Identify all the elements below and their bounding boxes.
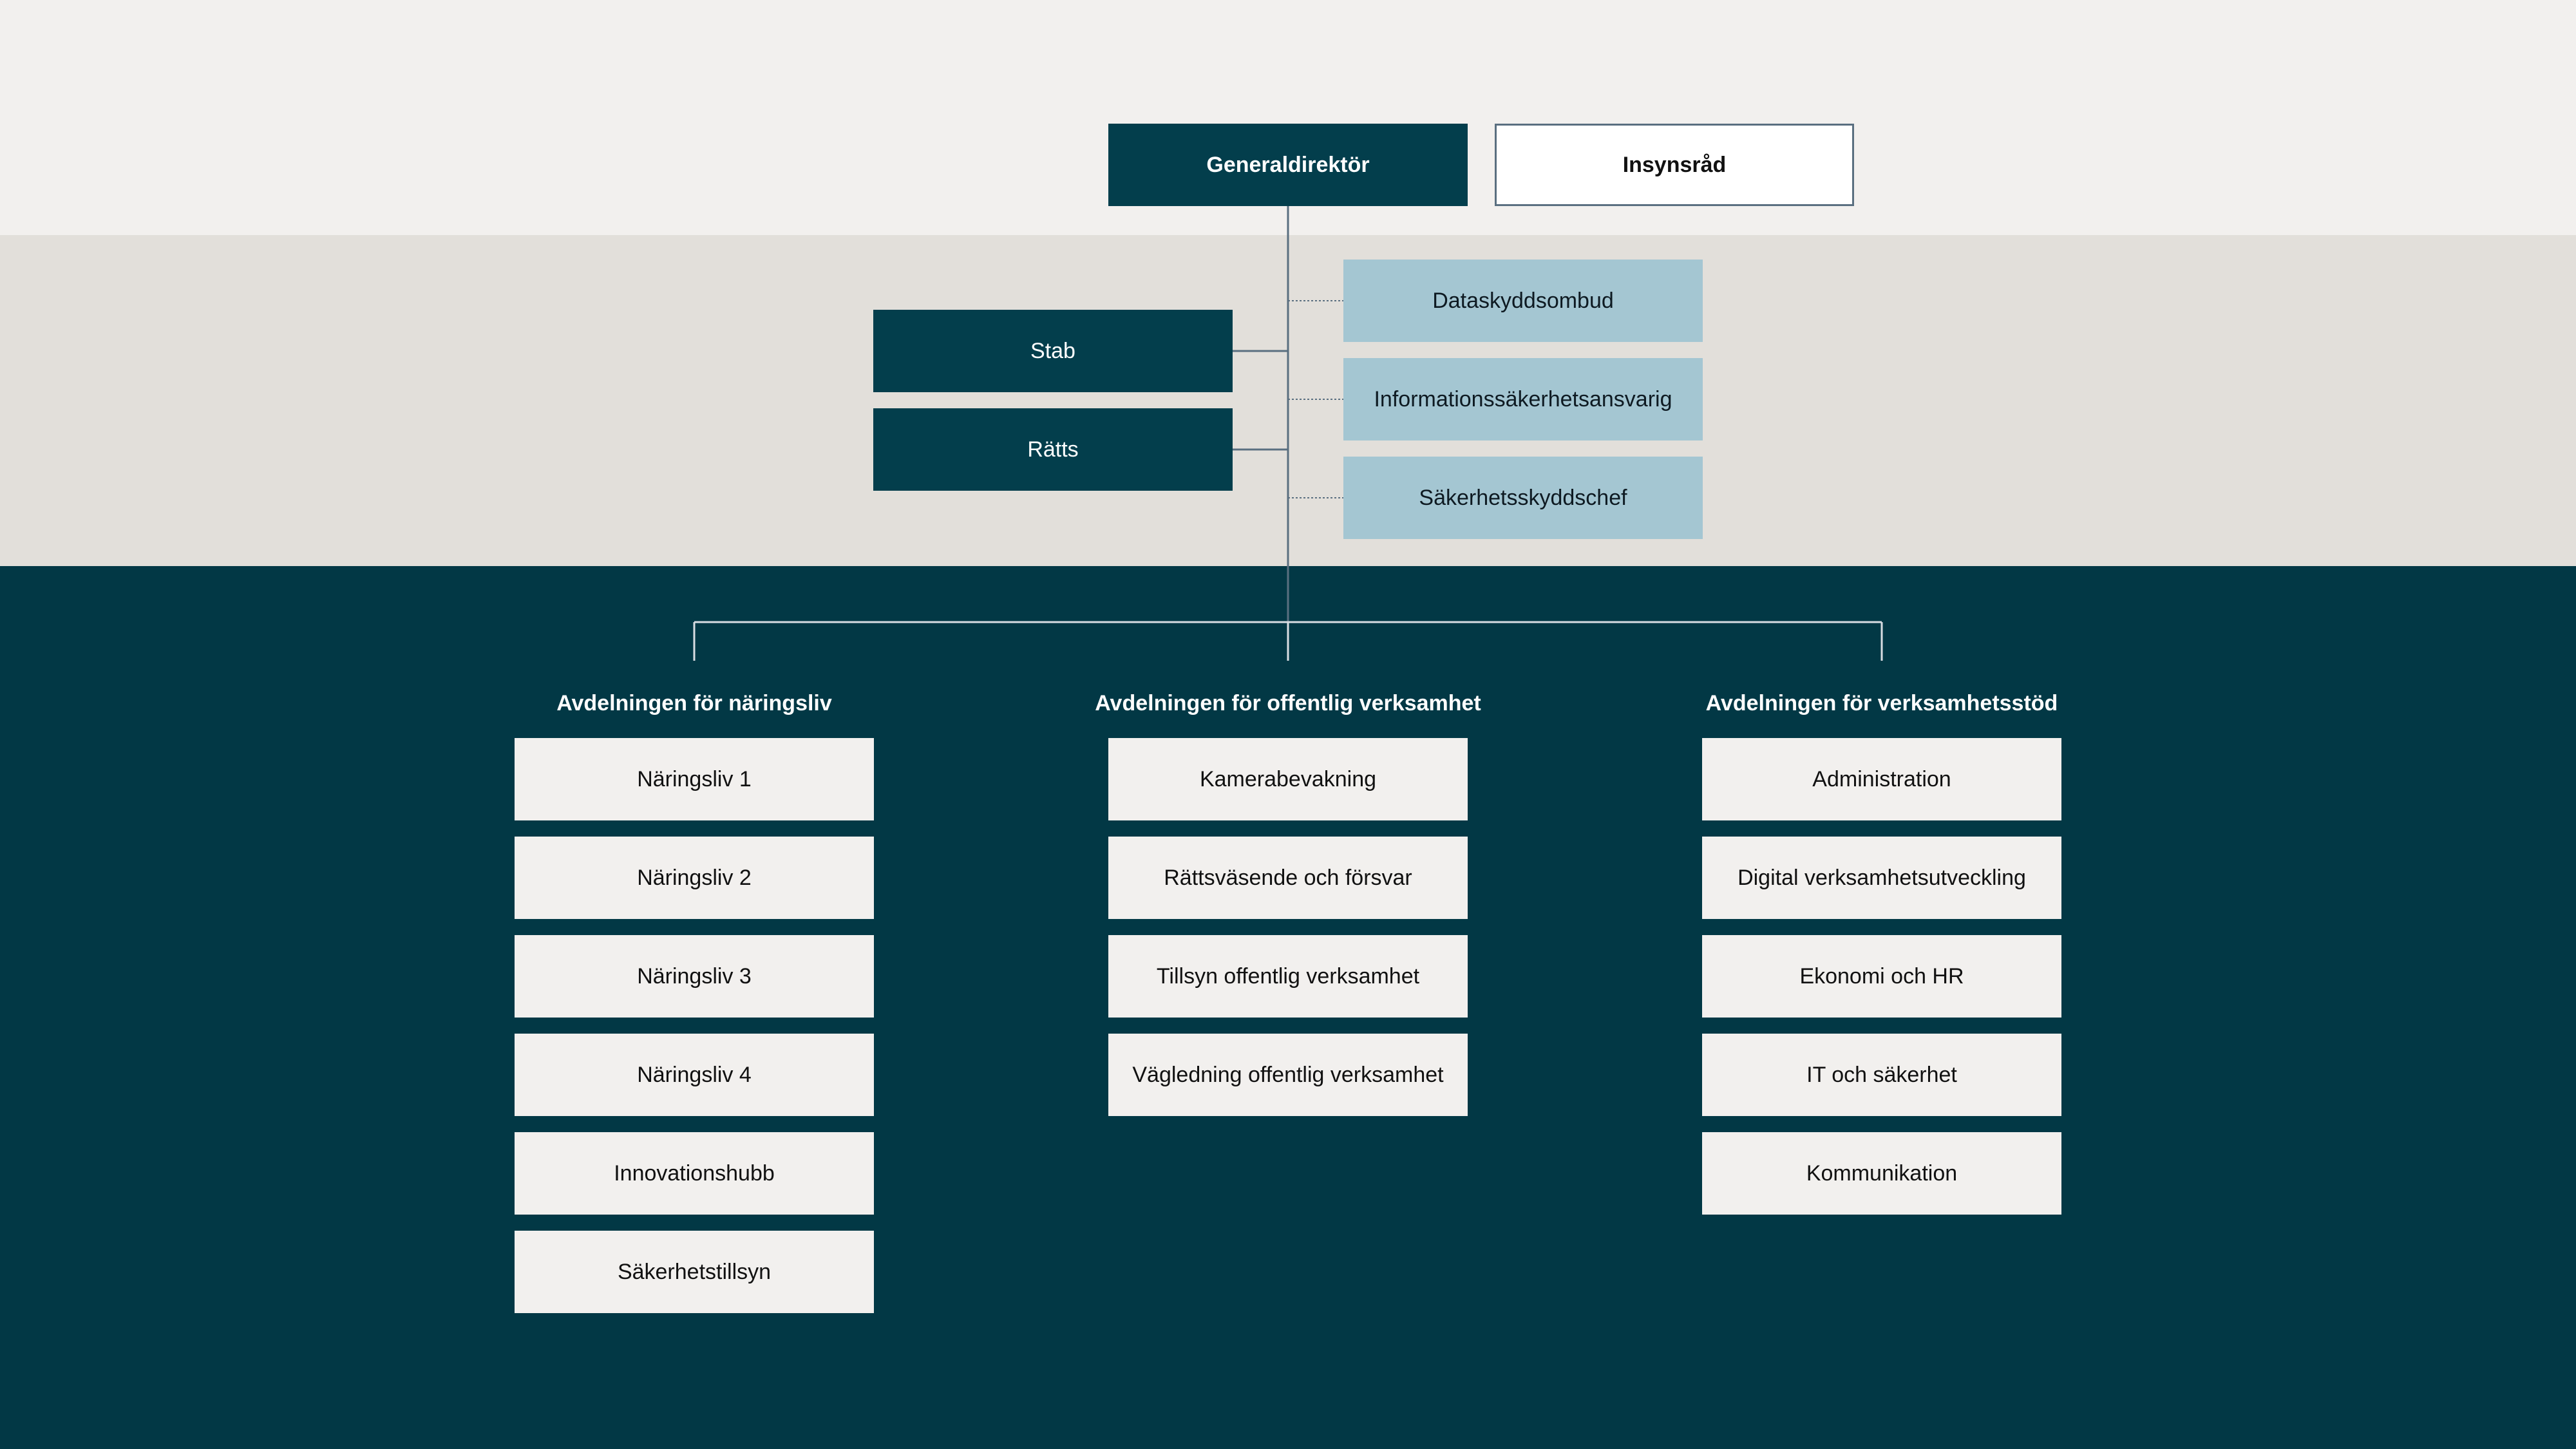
- unit-box: Ekonomi och HR: [1702, 935, 2061, 1018]
- department-title-naringsliv: Avdelningen för näringsliv: [556, 691, 832, 715]
- staff-box-sakerhetsskyddschef: Säkerhetsskyddschef: [1343, 457, 1703, 539]
- council-box: Insynsråd: [1495, 124, 1854, 206]
- staff-box-dataskyddsombud: Dataskyddsombud: [1343, 260, 1703, 342]
- department-title-offentlig: Avdelningen för offentlig verksamhet: [1095, 691, 1481, 715]
- department-title-verksamhetsstod: Avdelningen för verksamhetsstöd: [1705, 691, 2058, 715]
- unit-box: Näringsliv 3: [515, 935, 874, 1018]
- unit-box: Näringsliv 2: [515, 837, 874, 919]
- unit-box: Vägledning offentlig verksamhet: [1108, 1034, 1468, 1116]
- staff-box-stab: Stab: [873, 310, 1233, 392]
- unit-box: Innovationshubb: [515, 1132, 874, 1215]
- unit-box: Tillsyn offentlig verksamhet: [1108, 935, 1468, 1018]
- unit-box: IT och säkerhet: [1702, 1034, 2061, 1116]
- unit-box: Kamerabevakning: [1108, 738, 1468, 820]
- unit-box: Näringsliv 4: [515, 1034, 874, 1116]
- staff-box-informationssakerhet: Informationssäkerhetsansvarig: [1343, 358, 1703, 440]
- unit-box: Näringsliv 1: [515, 738, 874, 820]
- unit-box: Rättsväsende och försvar: [1108, 837, 1468, 919]
- unit-box: Säkerhetstillsyn: [515, 1231, 874, 1313]
- unit-box: Administration: [1702, 738, 2061, 820]
- staff-box-ratts: Rätts: [873, 408, 1233, 491]
- unit-box: Digital verksamhetsutveckling: [1702, 837, 2061, 919]
- unit-box: Kommunikation: [1702, 1132, 2061, 1215]
- director-box: Generaldirektör: [1108, 124, 1468, 206]
